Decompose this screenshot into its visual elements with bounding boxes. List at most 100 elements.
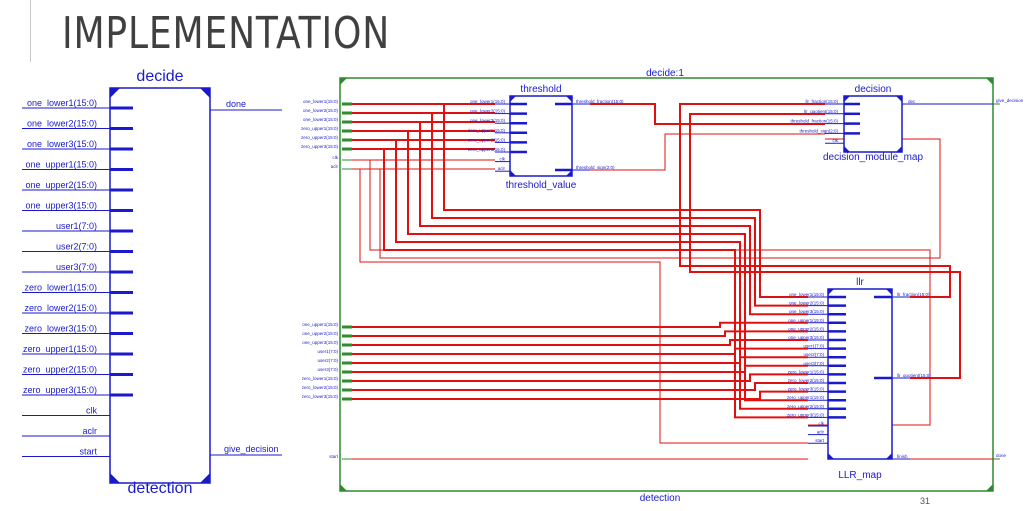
frame-port-label: clk (333, 155, 339, 160)
threshold_block-body (509, 95, 573, 177)
slide-title: IMPLEMENTATION (62, 8, 391, 59)
wire (352, 356, 808, 364)
wire (352, 321, 808, 328)
symbol-input-label: zero_upper1(15:0) (23, 344, 97, 354)
schematic-frame-group: decide:1 detection (339, 68, 994, 504)
threshold_block-corner (566, 170, 572, 176)
threshold-input-label: one_lower1(15:0) (470, 99, 506, 104)
frame-corner-bl (340, 484, 347, 491)
decision-input-label: llr_quotient(15:0) (804, 109, 838, 114)
symbol-body (109, 87, 211, 484)
llr_block-corner (828, 289, 834, 295)
llr_block-corner (886, 289, 892, 295)
threshold_block-corner (566, 96, 572, 102)
decision-input-label: llr_fraction(15:0) (805, 99, 838, 104)
blocks-layer: thresholdthreshold_valuedecisiondecision… (468, 84, 990, 481)
frame-corner-br (986, 484, 993, 491)
frame-port-label: one_lower2(15:0) (303, 108, 339, 113)
frame-corner-tl (340, 78, 347, 85)
symbol-input-label: clk (86, 406, 97, 416)
frame-port-label: one_upper2(15:0) (302, 331, 338, 336)
threshold-input-label: zero_upper1(15:0) (468, 128, 506, 133)
frame-port-label: one_upper3(15:0) (302, 340, 338, 345)
llr-input-label: one_lower3(15:0) (789, 309, 825, 314)
llr-input-label: zero_lower3(15:0) (788, 387, 825, 392)
wire (431, 113, 808, 307)
llr_block-corner (828, 453, 834, 459)
llr-input-label: aclr (817, 430, 825, 435)
llr-output-label: finish (897, 454, 908, 459)
frame-port-label: zero_lower2(15:0) (302, 385, 339, 390)
symbol-input-label: one_lower2(15:0) (27, 119, 97, 129)
symbol-output-label: done (226, 99, 246, 109)
symbol-input-label: zero_lower1(15:0) (24, 283, 97, 293)
llr-output-label: llr_fraction(15:0) (897, 292, 930, 297)
frame-bottom-label: detection (640, 493, 681, 504)
llr-input-label: one_lower2(15:0) (789, 301, 825, 306)
symbol-input-label: one_upper3(15:0) (25, 201, 97, 211)
llr-input-label: one_upper2(15:0) (788, 326, 824, 331)
frame-port-label: user1(7:0) (317, 349, 338, 354)
threshold_block-instance: threshold_value (506, 180, 577, 191)
llr-input-label: one_upper3(15:0) (788, 335, 824, 340)
decision_block-instance: decision_module_map (823, 152, 924, 163)
wires-layer (352, 103, 993, 460)
frame-port-label: one_upper1(15:0) (302, 322, 338, 327)
title-accent-line (30, 0, 31, 62)
frame-corner-tr (986, 78, 993, 85)
wire (443, 104, 808, 298)
wire (352, 382, 808, 391)
slide-number: 31 (920, 496, 931, 506)
llr-input-label: one_upper1(15:0) (788, 318, 824, 323)
symbol-input-label: user3(7:0) (56, 262, 97, 272)
frame-port-label: zero_upper1(15:0) (301, 126, 339, 131)
threshold-input-label: one_lower3(15:0) (470, 118, 506, 123)
wire (352, 364, 808, 373)
decision_block-corner (844, 146, 850, 152)
decision_block-corner (896, 96, 902, 102)
symbol-input-label: zero_upper3(15:0) (23, 385, 97, 395)
frame-port-label: one_lower3(15:0) (303, 117, 339, 122)
frame-port-label: user2(7:0) (317, 358, 338, 363)
symbol-input-label: zero_lower2(15:0) (24, 303, 97, 313)
wire (590, 103, 825, 125)
decision_block-corner (844, 96, 850, 102)
threshold_block-corner (510, 96, 516, 102)
frame-port-label: one_lower1(15:0) (303, 99, 339, 104)
llr_block-instance: LLR_map (838, 470, 882, 481)
schematic-frame (339, 77, 994, 492)
decision-input-label: threshold_fraction(15:0) (790, 119, 838, 124)
threshold-output-label: threshold_sign(2:0) (576, 165, 615, 170)
symbol-input-label: zero_upper2(15:0) (23, 365, 97, 375)
symbol-input-label: one_lower1(15:0) (27, 98, 97, 108)
decision-input-label: clk (833, 138, 839, 143)
symbol-input-label: one_lower3(15:0) (27, 139, 97, 149)
llr-output-label: llr_quotient(15:0) (897, 373, 931, 378)
wire (352, 347, 808, 355)
wire (395, 140, 808, 410)
symbol-input-label: zero_lower3(15:0) (24, 324, 97, 334)
frame-port-label: zero_lower1(15:0) (302, 376, 339, 381)
symbol-input-label: aclr (82, 426, 97, 436)
llr-input-label: user3(7:0) (803, 361, 824, 366)
wire (352, 339, 808, 346)
symbol-input-label: one_upper2(15:0) (25, 180, 97, 190)
decision-input-label: threshold_sign(2:0) (799, 128, 838, 133)
threshold_block-corner (510, 170, 516, 176)
symbol-input-label: one_upper1(15:0) (25, 160, 97, 170)
threshold-input-label: one_lower2(15:0) (470, 109, 506, 114)
symbol-input-label: user1(7:0) (56, 221, 97, 231)
llr_block-corner (886, 453, 892, 459)
symbol-block: decide detection one_lower1(15:0)one_low… (22, 68, 282, 497)
frame-port-label: start (329, 454, 339, 459)
wire (419, 122, 808, 316)
frame-port-done-label: done (996, 453, 1007, 458)
wire (352, 330, 808, 337)
llr-input-label: start (815, 438, 825, 443)
symbol-bottom-label: detection (128, 480, 193, 497)
frame-port-give-label: give_decision (996, 98, 1024, 103)
wire (689, 113, 961, 379)
wire (352, 390, 808, 400)
wire (679, 103, 951, 298)
llr-input-label: user2(7:0) (803, 352, 824, 357)
